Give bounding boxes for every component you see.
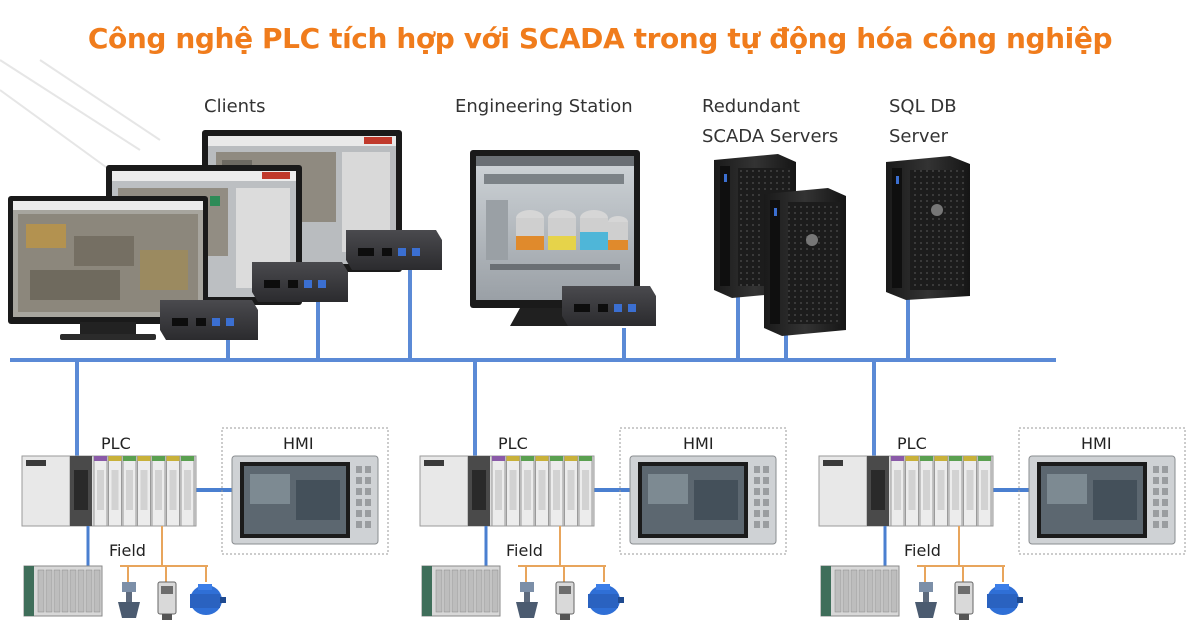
remote-io-3 (820, 565, 900, 617)
plc-label-3: PLC (897, 434, 927, 453)
valve-icon-2 (516, 582, 538, 618)
field-wiring-1 (120, 526, 208, 582)
transmitter-icon-1 (157, 581, 177, 620)
hmi-panel-2 (619, 427, 787, 555)
valve-icon-1 (118, 582, 140, 618)
plc-cell-3 (818, 427, 1186, 620)
valve-icon-3 (915, 582, 937, 618)
field-label-2: Field (506, 541, 543, 560)
hmi-label-3: HMI (1081, 434, 1112, 453)
plc-rack-3 (818, 455, 994, 527)
sql-db-server-label-line1: SQL DB (889, 96, 957, 117)
plc-label-2: PLC (498, 434, 528, 453)
scada-server-tower-2 (764, 188, 846, 336)
clients-label: Clients (204, 96, 266, 117)
redundant-servers-label-line2: SCADA Servers (702, 126, 839, 147)
remote-io-1 (23, 565, 103, 617)
plc-label-1: PLC (101, 434, 131, 453)
remote-io-2 (421, 565, 501, 617)
field-label-3: Field (904, 541, 941, 560)
plc-rack-1 (21, 455, 197, 527)
field-wiring-3 (917, 526, 1005, 582)
sql-db-server-tower (886, 156, 970, 300)
plc-cells (21, 427, 1186, 620)
motor-icon-3 (987, 584, 1023, 615)
page-title: Công nghệ PLC tích hợp với SCADA trong t… (87, 22, 1113, 55)
client-monitor-front (8, 196, 208, 340)
hmi-label-1: HMI (283, 434, 314, 453)
hmi-panel-3 (1018, 427, 1186, 555)
plc-cell-1 (21, 427, 389, 620)
field-label-1: Field (109, 541, 146, 560)
motor-icon-2 (588, 584, 624, 615)
engineering-mini-pc (562, 286, 656, 326)
engineering-station-label: Engineering Station (455, 96, 633, 117)
transmitter-icon-2 (555, 581, 575, 620)
sql-db-server-label-line2: Server (889, 126, 949, 147)
client-mini-pc-1 (160, 300, 258, 340)
client-mini-pc-2 (252, 262, 348, 302)
decorative-lines (0, 59, 161, 171)
hmi-panel-1 (221, 427, 389, 555)
plc-rack-2 (419, 455, 595, 527)
motor-icon-1 (190, 584, 226, 615)
hmi-label-2: HMI (683, 434, 714, 453)
field-wiring-2 (518, 526, 606, 582)
redundant-servers-label-line1: Redundant (702, 96, 800, 117)
transmitter-icon-3 (954, 581, 974, 620)
client-mini-pc-3 (346, 230, 442, 270)
engineering-station-monitor (470, 150, 640, 326)
plc-cell-2 (419, 427, 787, 620)
